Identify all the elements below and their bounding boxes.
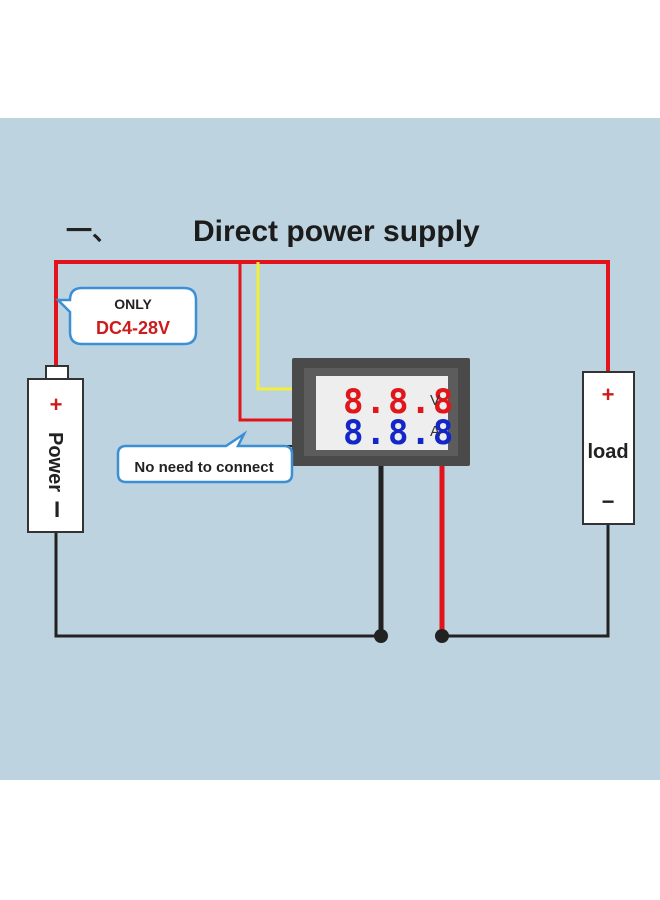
current-unit: A (430, 423, 440, 440)
load-label: load (587, 441, 628, 463)
red-positive-wire-top (54, 260, 610, 372)
no-connect-callout: No need to connect (116, 430, 294, 484)
load-return-wire (442, 524, 610, 638)
red-branch-wire (238, 262, 294, 422)
digital-meter: 8.8.8 V 8.8.8 A (292, 358, 470, 466)
black-junction-dot (374, 629, 388, 643)
battery-plus-symbol: + (50, 392, 63, 417)
page-title: Direct power supply (193, 215, 480, 248)
red-junction-dot (435, 629, 449, 643)
title-prefix: 一、 (66, 217, 118, 247)
load-component: + load − (582, 371, 635, 525)
only-label: ONLY (114, 296, 152, 312)
load-plus-symbol: + (602, 382, 615, 407)
battery-power-source: + Power I (27, 365, 84, 533)
no-connect-label: No need to connect (134, 459, 273, 476)
voltage-range-callout: ONLY DC4-28V (54, 286, 198, 346)
voltage-range-label: DC4-28V (96, 318, 170, 338)
current-display: 8.8.8 (343, 413, 455, 453)
yellow-sense-wire (256, 262, 296, 391)
voltage-display: 8.8.8 (343, 382, 455, 422)
load-minus-symbol: − (602, 489, 615, 514)
black-negative-wire (54, 532, 381, 638)
battery-minus-symbol: I (54, 497, 60, 522)
battery-label: Power (44, 432, 66, 492)
voltage-unit: V (430, 392, 440, 409)
